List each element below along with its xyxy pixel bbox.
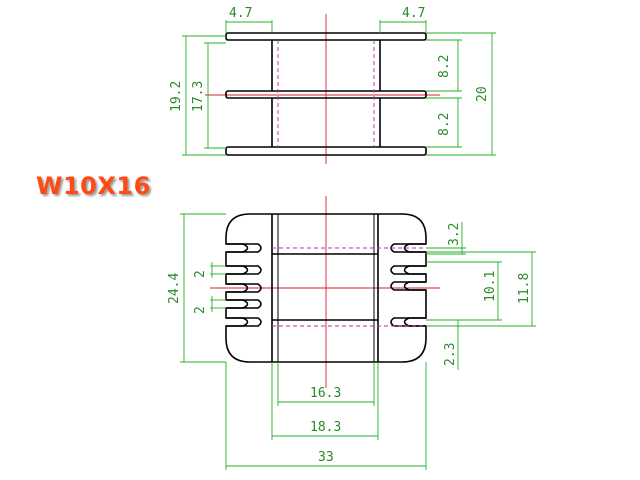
dim-bottom-middle: 18.3 [310, 420, 341, 435]
top-view: 4.7 4.7 19.2 17.3 8.2 8.2 20 [169, 6, 496, 164]
dim-bottom-inner: 16.3 [310, 386, 341, 401]
dim-gap-lower-right: 8.2 [437, 113, 452, 136]
dim-right-small: 3.2 [447, 223, 462, 246]
front-view: 2 2 24.4 3.2 10.1 11.8 2.3 16.3 18.3 33 [167, 196, 536, 470]
dim-slot-width-a: 2 [193, 270, 208, 278]
dim-flange-top-left: 4.7 [229, 6, 252, 21]
dim-lines-front [180, 213, 536, 470]
dim-gap-upper-right: 8.2 [437, 55, 452, 78]
dim-right-lower: 2.3 [443, 343, 458, 366]
left-pins [226, 243, 262, 327]
dim-height-left: 24.4 [167, 273, 182, 304]
dim-slot-width-b: 2 [193, 306, 208, 314]
dim-height-total-right: 20 [475, 86, 490, 102]
dim-flange-top-right: 4.7 [402, 6, 425, 21]
dim-lines-top [182, 20, 496, 156]
dim-height-outer-left: 19.2 [169, 81, 184, 112]
dim-bottom-total: 33 [318, 450, 334, 465]
front-core-window [272, 253, 378, 321]
right-pins [390, 243, 426, 327]
part-label: W10X16 [36, 172, 151, 200]
dim-right-inner: 10.1 [483, 271, 498, 302]
front-body-walls [271, 214, 379, 362]
dim-height-inner-left: 17.3 [191, 81, 206, 112]
dim-right-outer: 11.8 [517, 273, 532, 304]
middle-flange [225, 90, 427, 99]
